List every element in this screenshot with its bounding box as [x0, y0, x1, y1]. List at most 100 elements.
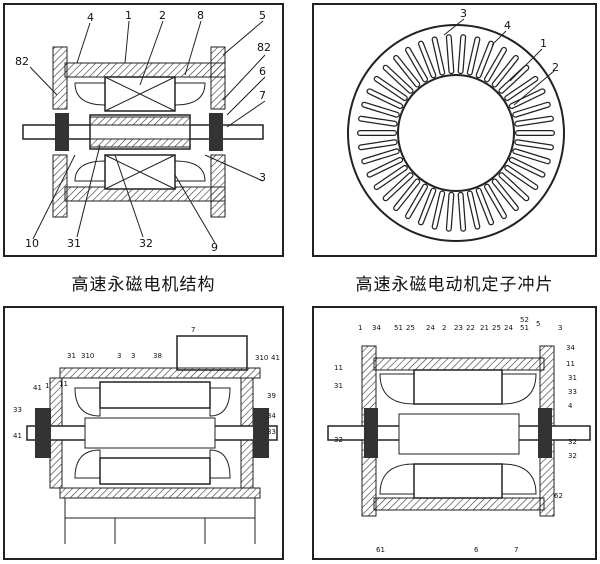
label-31-right: 31: [568, 374, 577, 382]
label-3: 3: [460, 7, 467, 20]
caption-motor-structure: 高速永磁电机结构: [71, 275, 216, 295]
stator-slot-inner: [406, 184, 427, 218]
label-24b: 24: [504, 324, 513, 332]
label-41-bottom: 41: [13, 432, 22, 440]
label-7: 7: [514, 546, 518, 554]
label-34-right: 34: [566, 344, 575, 352]
stator-slot-inner: [499, 173, 529, 201]
stator-slot-inner: [505, 77, 538, 100]
label-11: 11: [59, 380, 68, 388]
label-1: 1: [540, 37, 547, 50]
label-51: 51: [394, 324, 403, 332]
stator-slot-inner: [362, 102, 399, 117]
label-32-left: 32: [334, 436, 343, 444]
stator-slot-inner: [419, 41, 436, 78]
stator-slot-inner: [515, 116, 553, 126]
stator-slot-inner: [476, 188, 493, 225]
label-51b: 51: [520, 324, 529, 332]
stator-slot-inner: [468, 37, 480, 75]
label-23: 23: [454, 324, 463, 332]
label-4: 4: [568, 402, 573, 410]
stator-lamination-drawing: 3 4 1 2: [347, 7, 565, 242]
label-3: 3: [259, 171, 266, 184]
motor-section-b-drawing: 1 34 51 25 24 2 23 22 21 25 24 52 51 5 3…: [327, 316, 591, 554]
label-39: 39: [267, 392, 276, 400]
label-7: 7: [191, 326, 195, 334]
label-34: 34: [267, 412, 276, 420]
label-1: 1: [125, 9, 132, 22]
label-4: 4: [87, 11, 94, 24]
panel-motor-structure: 4 1 2 8 5 82 82 6 7 3 10 31 32 9: [3, 3, 284, 257]
stator-slot-inner: [515, 140, 553, 150]
stator-slot-inner: [468, 191, 480, 229]
label-11-right: 11: [566, 360, 575, 368]
stator-slot-inner: [419, 188, 436, 225]
label-33-right: 33: [568, 388, 577, 396]
stator-slot-inner: [499, 65, 529, 93]
label-21: 21: [480, 324, 489, 332]
label-34: 34: [372, 324, 381, 332]
label-62: 62: [554, 492, 563, 500]
label-1: 1: [358, 324, 362, 332]
stator-slot-inner: [505, 166, 538, 189]
label-6: 6: [474, 546, 479, 554]
label-52: 52: [520, 316, 529, 324]
label-24: 24: [426, 324, 435, 332]
motor-structure-drawing: 4 1 2 8 5 82 82 6 7 3 10 31 32 9: [15, 9, 271, 254]
label-3b: 3: [131, 352, 135, 360]
label-31: 31: [67, 237, 81, 250]
stator-slot-inner: [374, 77, 407, 100]
label-4: 4: [504, 19, 511, 32]
label-82-right: 82: [257, 41, 271, 54]
stator-slot-inner: [485, 48, 506, 82]
label-32: 32: [139, 237, 153, 250]
stator-slot-inner: [406, 48, 427, 82]
label-41-right: 41: [271, 354, 280, 362]
stator-slot-inner: [485, 184, 506, 218]
stator-slot-inner: [432, 191, 444, 229]
panel-motor-section-a: 7 31 310 3 3 38 310 41 41 1 11 33 39 34 …: [3, 306, 284, 560]
label-41-left: 41: [33, 384, 42, 392]
stator-slot-inner: [513, 102, 550, 117]
stator-slot-inner: [383, 173, 413, 201]
stator-slot-inner: [447, 35, 454, 73]
label-31-left: 31: [334, 382, 343, 390]
label-25: 25: [406, 324, 415, 332]
stator-slot-inner: [492, 179, 518, 210]
label-6: 6: [259, 65, 266, 78]
motor-section-a-drawing: 7 31 310 3 3 38 310 41 41 1 11 33 39 34 …: [13, 326, 280, 544]
stator-slot-inner: [359, 116, 397, 126]
label-38: 38: [153, 352, 162, 360]
label-31: 31: [67, 352, 76, 360]
label-33-right: 33: [267, 428, 276, 436]
stator-slot-inner: [458, 35, 465, 73]
stator-slot-inner: [359, 140, 397, 150]
label-7: 7: [259, 89, 266, 102]
stator-slot-inner: [374, 166, 407, 189]
label-61: 61: [376, 546, 385, 554]
label-310-right: 310: [255, 354, 268, 362]
stator-slot-inner: [458, 193, 465, 231]
panel-stator-lamination: 3 4 1 2: [312, 3, 597, 257]
stator-slot-inner: [513, 149, 550, 164]
label-2: 2: [552, 61, 559, 74]
stator-slot-inner: [394, 56, 420, 87]
stator-slot-inner: [362, 149, 399, 164]
caption-stator-lamination: 高速永磁电动机定子冲片: [355, 275, 554, 295]
label-9: 9: [211, 241, 218, 254]
label-1: 1: [45, 382, 49, 390]
label-33: 33: [13, 406, 22, 414]
stator-slot-inner: [394, 179, 420, 210]
stator-slot-inner: [492, 56, 518, 87]
label-5: 5: [259, 9, 266, 22]
stator-slot-inner: [447, 193, 454, 231]
label-22: 22: [466, 324, 475, 332]
label-25b: 25: [492, 324, 501, 332]
label-310: 310: [81, 352, 94, 360]
stator-slot-inner: [432, 37, 444, 75]
stator-slot-inner: [510, 158, 545, 177]
label-2: 2: [442, 324, 446, 332]
label-2: 2: [159, 9, 166, 22]
stator-slot-inner: [510, 89, 545, 108]
label-11-left: 11: [334, 364, 343, 372]
